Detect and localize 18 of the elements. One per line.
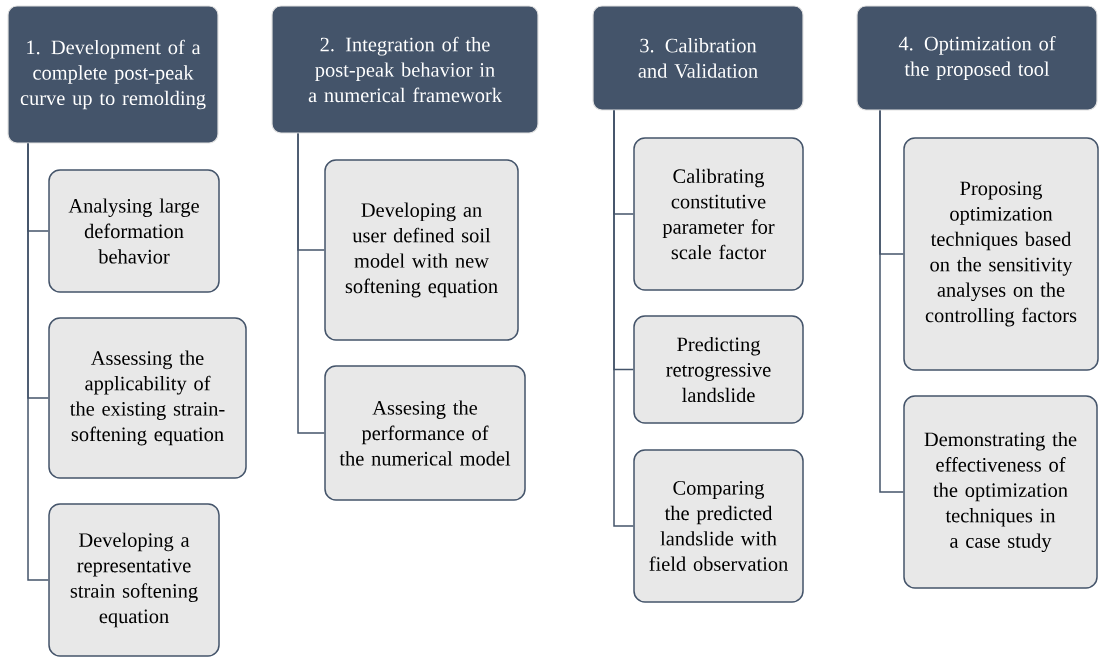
task-box: Predicting retrogressive landslide — [633, 315, 804, 424]
connector-line — [27, 142, 49, 581]
task-box: Proposing optimization techniques based on the sensitivity analyses on the controlling factors — [903, 137, 1099, 371]
phase-box: 2. Integration of the post-peak behavior in a numerical framework — [271, 5, 539, 134]
connector-line — [297, 132, 325, 434]
task-box: Analysing large deformation behavior — [48, 169, 220, 293]
connector-line — [613, 109, 634, 527]
task-box: Developing a representative strain softening equation — [48, 503, 220, 657]
task-box: Comparing the predicted landslide with field observation — [633, 449, 804, 603]
task-box: Demonstrating the effectiveness of the optimization techniques in a case study — [903, 395, 1098, 589]
phase-box: 1. Development of a complete post-peak curve up to remolding — [7, 5, 219, 144]
task-box: Developing an user defined soil model with new softening equation — [324, 159, 519, 341]
phase-box: 3. Calibration and Validation — [592, 5, 804, 111]
task-box: Calibrating constitutive parameter for scale factor — [633, 137, 804, 291]
connector-line — [879, 109, 904, 493]
task-box: Assessing the applicability of the existing strain-softening equation — [48, 317, 247, 479]
phase-box: 4. Optimization of the proposed tool — [856, 5, 1098, 111]
task-box: Assesing the performance of the numerical model — [324, 365, 526, 501]
